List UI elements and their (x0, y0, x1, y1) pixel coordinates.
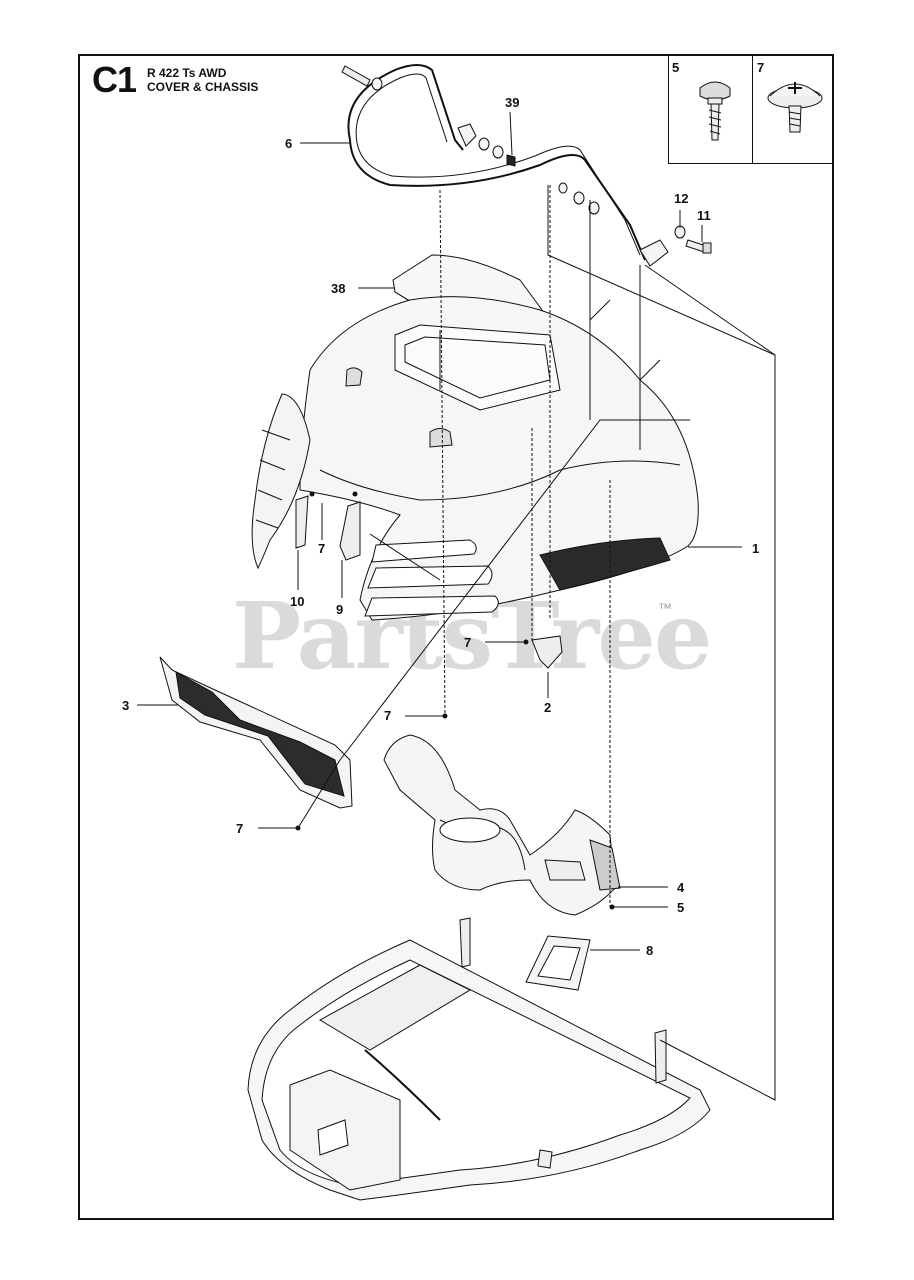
callout-9: 9 (336, 602, 343, 617)
callout-11: 11 (697, 208, 711, 223)
watermark-trademark: ™ (658, 600, 672, 616)
bracket-2-part (531, 635, 563, 669)
bracket-10-part (295, 495, 309, 549)
callout-12: 12 (674, 191, 688, 206)
model-title: R 422 Ts AWD (147, 66, 227, 80)
hardware-inset (668, 56, 834, 164)
grille-part (159, 656, 353, 809)
phillips-screw-icon (767, 82, 823, 133)
callout-2: 2 (544, 700, 551, 715)
inset-divider (752, 56, 753, 164)
callout-6: 6 (285, 136, 292, 151)
handle-bar-part (347, 64, 669, 267)
console-part (383, 734, 621, 916)
callout-1: 1 (752, 541, 759, 556)
callout-7-bracket: 7 (464, 635, 471, 650)
main-cover-part (251, 296, 699, 621)
leader-dots (295, 491, 615, 910)
section-title: COVER & CHASSIS (147, 80, 259, 94)
callout-7-cover: 7 (318, 541, 325, 556)
gasket-8-part (525, 935, 591, 991)
callout-8: 8 (646, 943, 653, 958)
callout-7-grille: 7 (236, 821, 243, 836)
callout-5: 5 (677, 900, 684, 915)
inset-number-left: 5 (672, 60, 680, 75)
bolt-11-part (685, 239, 712, 254)
diagram-frame (78, 54, 834, 1220)
callout-4: 4 (677, 880, 685, 895)
callout-38: 38 (331, 281, 345, 296)
self-tapping-screw-icon (699, 81, 731, 141)
callout-39: 39 (505, 95, 519, 110)
callout-10: 10 (290, 594, 304, 609)
callout-3: 3 (122, 698, 129, 713)
chassis-frame-part (247, 917, 711, 1201)
top-bolt-set (341, 65, 600, 215)
callout-7-console: 7 (384, 708, 391, 723)
callout-labels: 1 2 3 4 5 6 7 7 7 7 8 9 10 11 12 38 39 (122, 95, 759, 958)
leader-lines (137, 111, 776, 1101)
section-code: C1 (92, 59, 137, 100)
bracket-9-part (339, 501, 361, 561)
inset-number-right: 7 (757, 60, 765, 75)
